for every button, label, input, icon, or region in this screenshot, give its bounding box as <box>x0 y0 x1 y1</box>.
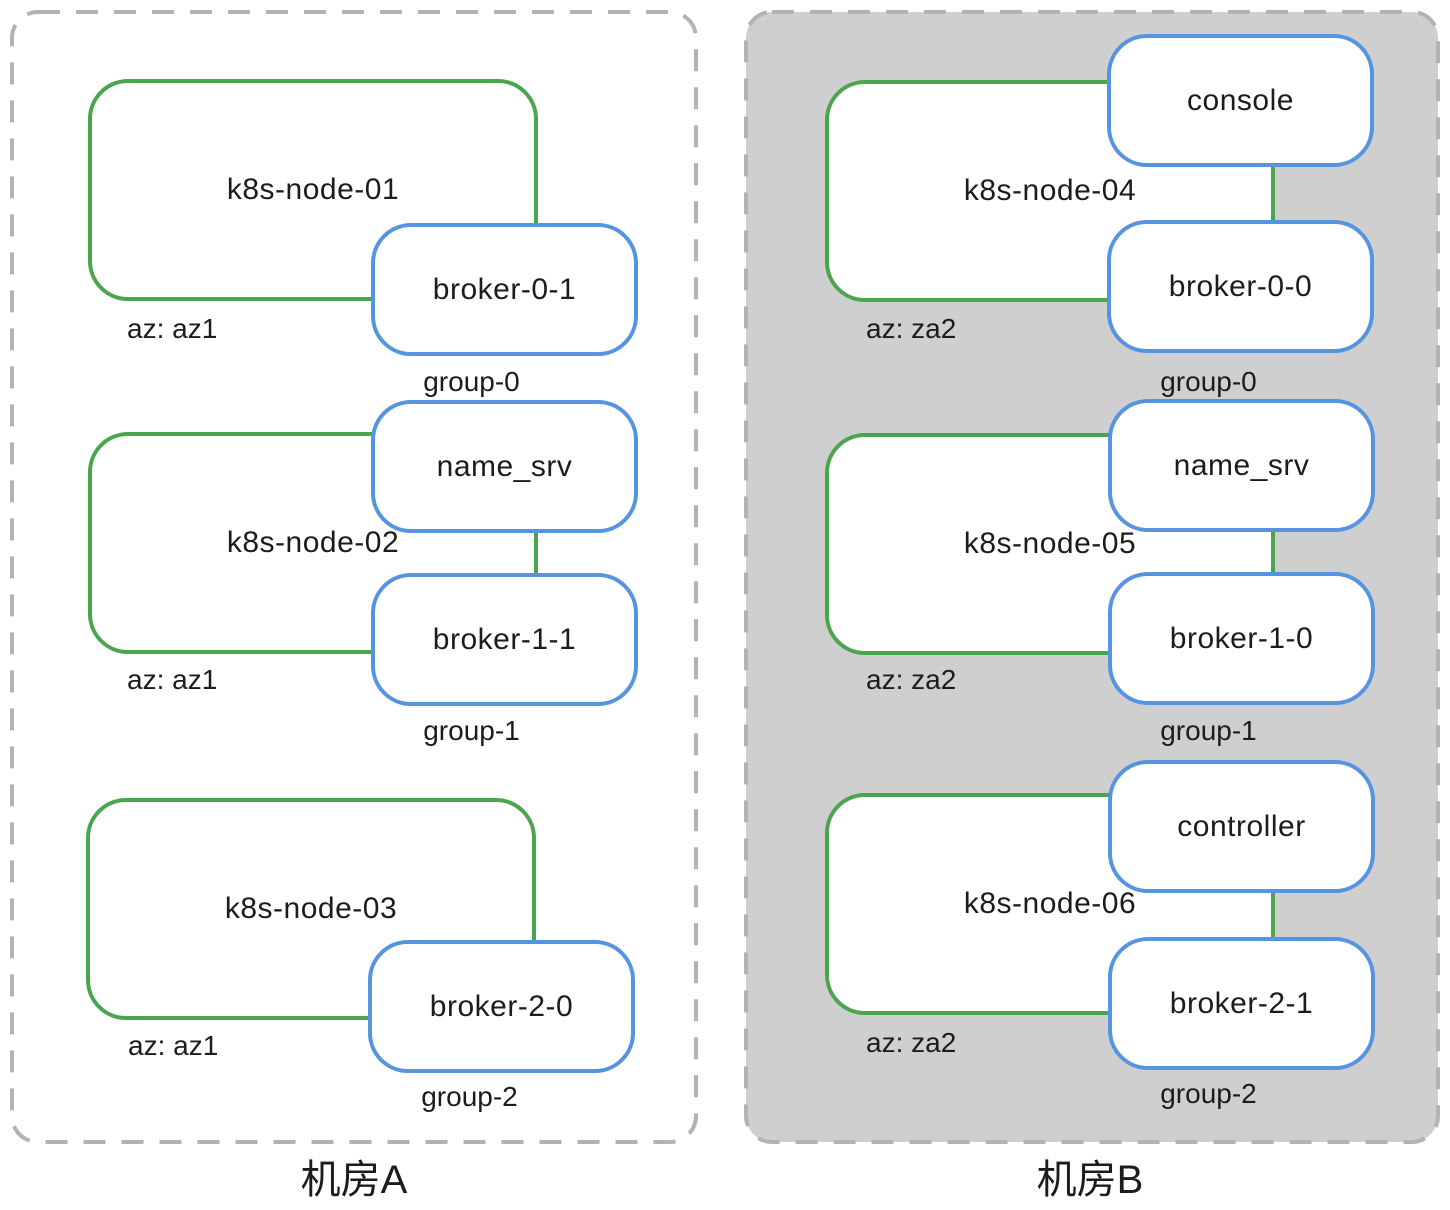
pod-console: console <box>1107 34 1374 167</box>
room-b-caption: 机房B <box>1036 1158 1144 1202</box>
az-label: az: az1 <box>127 664 218 695</box>
az-label: az: za2 <box>866 313 957 344</box>
room-a-caption: 机房A <box>300 1158 408 1202</box>
az-label: az: az1 <box>127 313 218 344</box>
az-label: az: za2 <box>866 664 957 695</box>
node-label: k8s-node-02 <box>226 526 400 559</box>
node-label: k8s-node-03 <box>224 892 398 925</box>
az-label: az: az1 <box>128 1030 219 1061</box>
node-label: k8s-node-05 <box>963 527 1137 560</box>
pod-controller: controller <box>1108 760 1375 893</box>
group-label: group-0 <box>1160 366 1257 397</box>
pod-broker-0-0: broker-0-0 <box>1107 220 1374 353</box>
pod-name-srv: name_srv <box>1108 399 1375 532</box>
node-box-k8s-node-01: k8s-node-01 <box>88 79 538 301</box>
group-label: group-1 <box>423 715 520 746</box>
node-label: k8s-node-01 <box>226 173 400 206</box>
pod-broker-2-1: broker-2-1 <box>1108 937 1375 1070</box>
group-label: group-0 <box>423 366 520 397</box>
node-label: k8s-node-06 <box>963 887 1137 920</box>
node-label: k8s-node-04 <box>963 174 1137 207</box>
pod-broker-0-1: broker-0-1 <box>371 223 638 356</box>
group-label: group-2 <box>1160 1078 1257 1109</box>
group-label: group-1 <box>1160 715 1257 746</box>
pod-broker-2-0: broker-2-0 <box>368 940 635 1073</box>
pod-name-srv: name_srv <box>371 400 638 533</box>
pod-broker-1-1: broker-1-1 <box>371 573 638 706</box>
az-label: az: za2 <box>866 1027 957 1058</box>
group-label: group-2 <box>421 1081 518 1112</box>
pod-broker-1-0: broker-1-0 <box>1108 572 1375 705</box>
